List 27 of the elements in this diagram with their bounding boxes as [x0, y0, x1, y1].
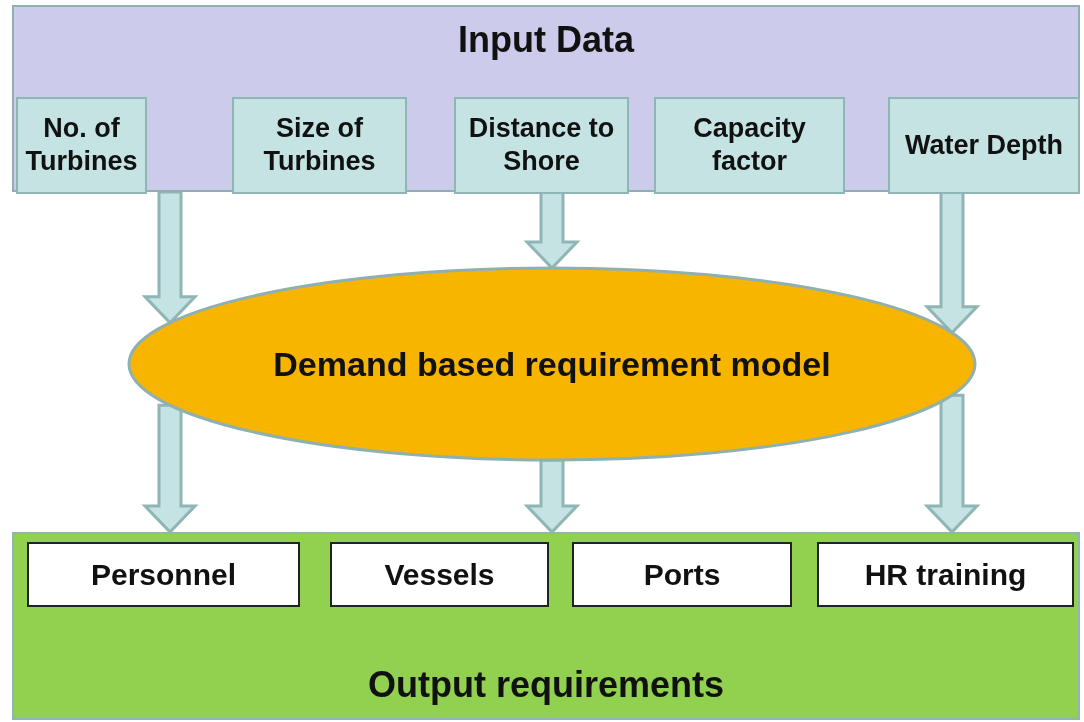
input-box [454, 97, 629, 194]
node-label: Vessels [383, 556, 496, 593]
node-label: Size of Turbines [262, 111, 377, 179]
node-label: Distance to Shore [467, 111, 616, 179]
panel-heading: Output requirements [367, 663, 725, 707]
node-label: Demand based requirement model [272, 343, 832, 385]
node-label: No. of Turbines [24, 111, 139, 179]
panel-heading: Input Data [457, 18, 636, 62]
output-box [572, 542, 792, 607]
input-panel [12, 5, 1080, 192]
input-box [232, 97, 407, 194]
block-arrow [523, 458, 581, 535]
block-arrow [923, 393, 981, 535]
output-box [330, 542, 549, 607]
node-label: Ports [642, 556, 722, 593]
output-panel [12, 532, 1080, 720]
block-arrow [141, 403, 199, 535]
block-arrow [141, 190, 199, 325]
input-box [16, 97, 147, 194]
node-label: HR training [863, 556, 1028, 593]
output-box [817, 542, 1074, 607]
output-box [27, 542, 300, 607]
node-label: Capacity factor [692, 111, 807, 179]
node-label: Water Depth [904, 128, 1064, 162]
input-box [654, 97, 845, 194]
node-label: Personnel [89, 556, 238, 593]
input-box [888, 97, 1080, 194]
